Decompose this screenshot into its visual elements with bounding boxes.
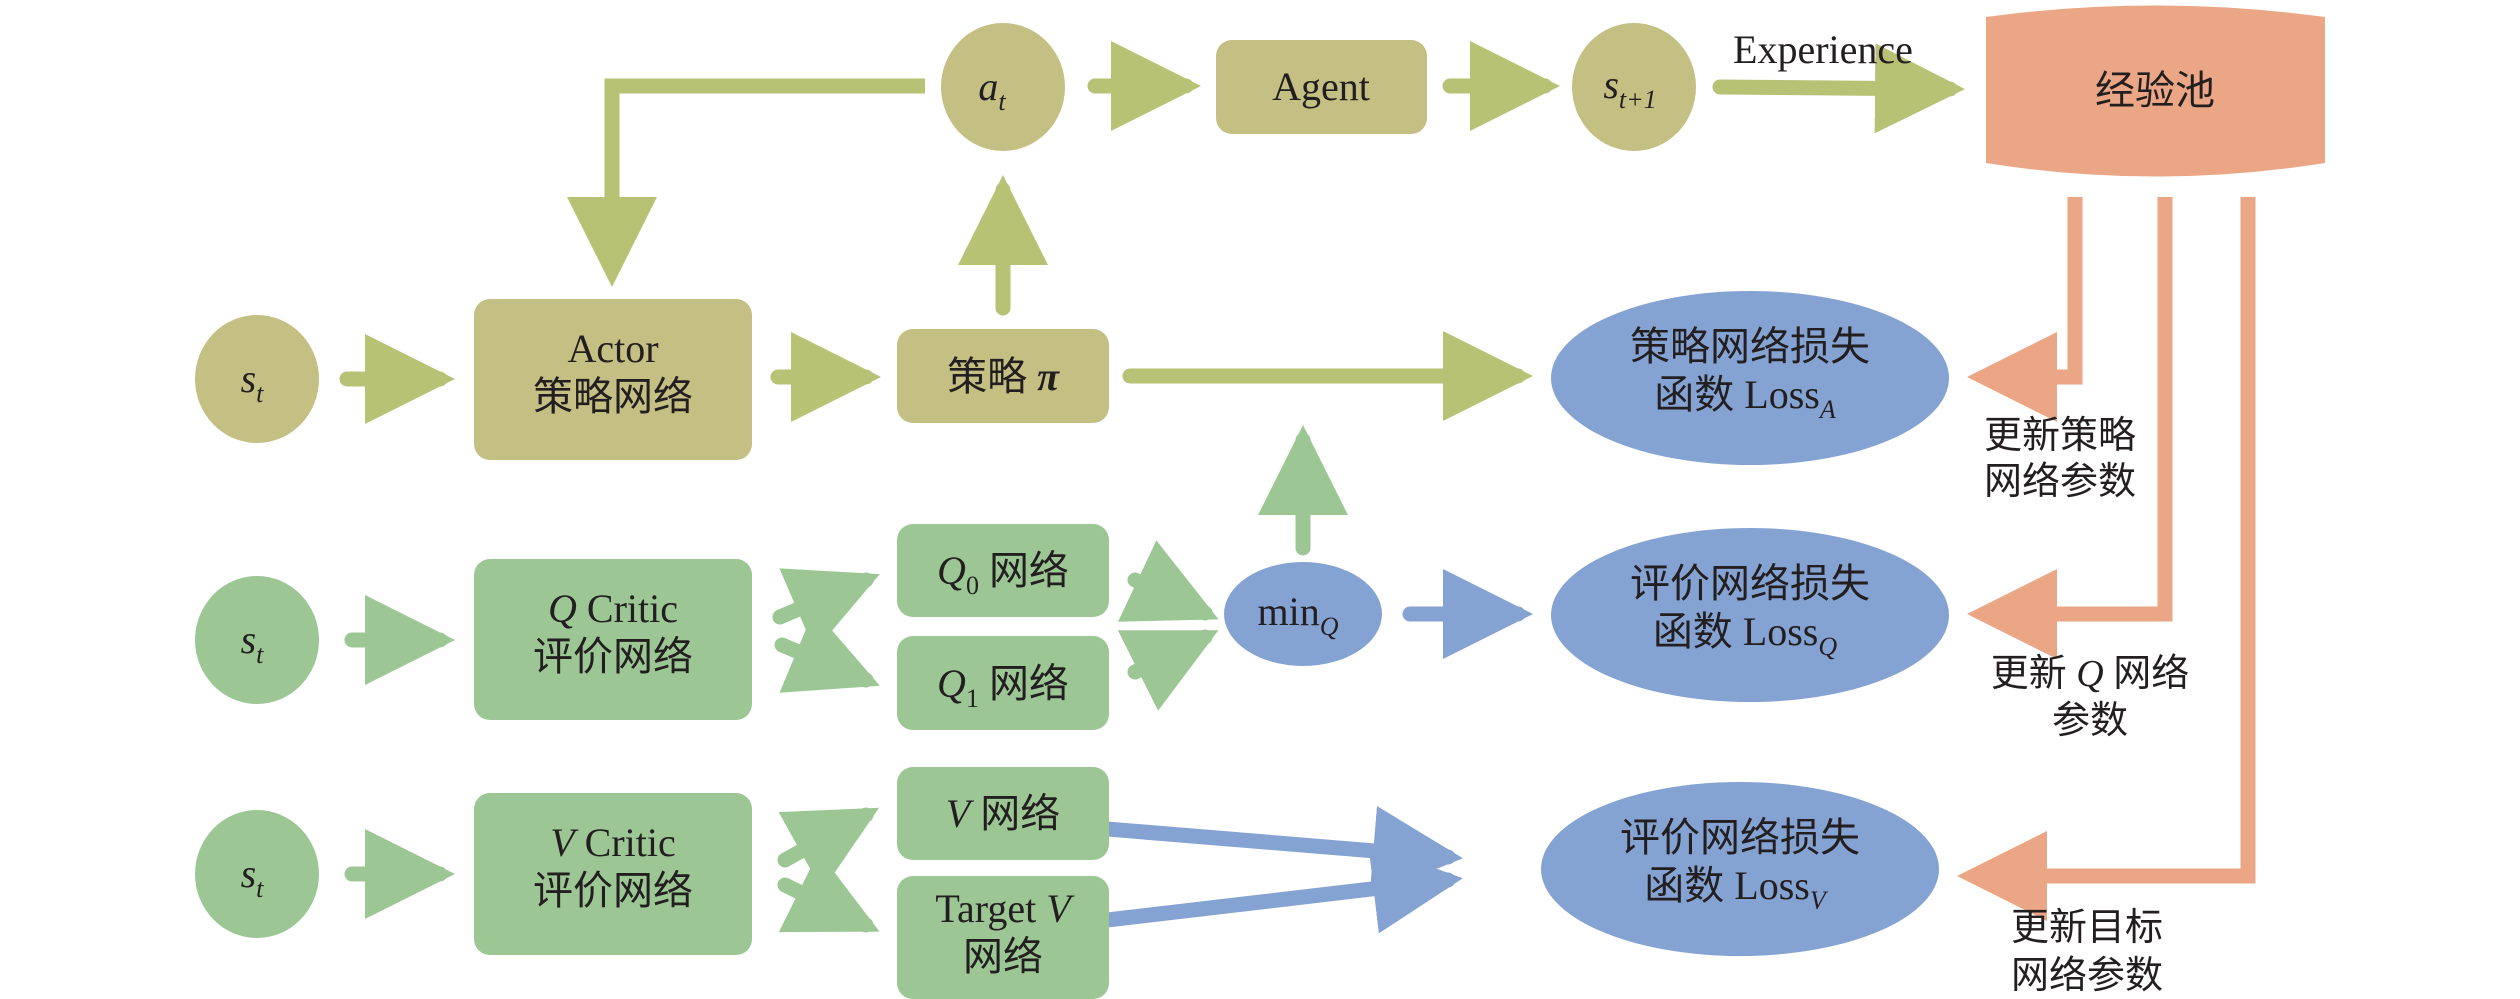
node-target-v: Target V 网络: [897, 876, 1109, 999]
agent-label: Agent: [1272, 64, 1370, 109]
experience-label: Experience: [1733, 27, 1913, 72]
loss-q-line2: 函数 Loss: [1653, 609, 1819, 654]
svg-text:V 网络: V 网络: [946, 791, 1060, 836]
next-state-label: s: [1603, 62, 1619, 107]
svg-text:at: at: [978, 64, 1006, 116]
node-min-q: minQ: [1224, 562, 1382, 666]
min-q-label: min: [1257, 589, 1319, 634]
svg-text:Q0 网络: Q0 网络: [937, 548, 1069, 600]
arrow-q-critic-to-q0: [772, 568, 880, 651]
svg-text:函数 LossV: 函数 LossV: [1644, 863, 1829, 915]
node-state-actor-row: st: [195, 315, 319, 443]
q-critic-subtitle: 评价网络: [533, 634, 693, 679]
q1-label: Q: [937, 661, 966, 706]
node-next-state: st+1: [1572, 23, 1696, 151]
q0-label: Q: [937, 548, 966, 593]
node-q1: Q1 网络: [897, 636, 1109, 730]
svg-text:函数 LossQ: 函数 LossQ: [1653, 609, 1838, 661]
v-critic-title: V: [550, 820, 579, 865]
loss-actor-line2: 函数 Loss: [1654, 372, 1820, 417]
update-q-label-1: 更新 Q 网络: [1991, 653, 2189, 695]
svg-text:Target V: Target V: [935, 886, 1075, 931]
svg-text:策略π: 策略π: [947, 354, 1060, 399]
svg-text:Q1 网络: Q1 网络: [937, 661, 1069, 713]
actor-subtitle: 策略网络: [533, 374, 693, 419]
svg-text:网络: 网络: [963, 934, 1043, 979]
node-q-critic: Q Critic 评价网络: [474, 559, 752, 720]
node-replay-pool: 经验池: [1986, 5, 2325, 177]
replay-pool-label: 经验池: [2095, 68, 2215, 113]
arrow-v-critic-to-v: [777, 807, 880, 891]
svg-text:st: st: [241, 851, 265, 903]
arrow-q1-to-min: [1117, 629, 1219, 711]
v-net-label: V: [946, 791, 975, 836]
svg-text:st+1: st+1: [1603, 62, 1656, 114]
node-actor: Actor 策略网络: [474, 299, 752, 460]
update-v-label-2: 网络参数: [2011, 955, 2163, 997]
svg-text:Q Critic: Q Critic: [548, 586, 678, 631]
node-loss-q: 评价网络损失 函数 LossQ: [1551, 528, 1949, 702]
loss-q-line1: 评价网络损失: [1630, 561, 1870, 606]
node-state-q-row: st: [195, 576, 319, 704]
q-critic-title: Q: [548, 586, 577, 631]
actor-title: Actor: [567, 326, 658, 371]
loss-v-line1: 评价网络损失: [1620, 815, 1860, 860]
svg-text:st: st: [241, 617, 265, 669]
arrow-action-to-actor: [567, 78, 925, 287]
node-action: at: [941, 23, 1065, 151]
node-v-critic: V Critic 评价网络: [474, 793, 752, 955]
loss-v-line2: 函数 Loss: [1644, 863, 1810, 908]
node-loss-actor: 策略网络损失 函数 LossA: [1551, 291, 1949, 465]
policy-label: 策略: [947, 354, 1027, 399]
arrow-pool-to-loss-a: [1967, 197, 2083, 422]
loss-actor-line1: 策略网络损失: [1630, 324, 1870, 369]
update-actor-label-1: 更新策略: [1984, 415, 2136, 457]
update-actor-label-2: 网络参数: [1984, 461, 2136, 503]
node-v-net: V 网络: [897, 767, 1109, 860]
svg-text:st: st: [241, 356, 265, 408]
svg-text:V Critic: V Critic: [550, 820, 676, 865]
arrow-next-state-to-pool: [1712, 43, 1965, 134]
arrow-v-critic-to-target-v: [777, 851, 880, 933]
action-label: a: [978, 64, 998, 109]
arrow-q0-to-min: [1117, 540, 1219, 622]
node-loss-v: 评价网络损失 函数 LossV: [1541, 782, 1939, 956]
arrow-pool-to-loss-v: [1957, 197, 2256, 921]
svg-text:函数 LossA: 函数 LossA: [1654, 372, 1836, 424]
v-critic-subtitle: 评价网络: [533, 868, 693, 913]
connectors: [339, 41, 2256, 938]
arrow-pool-to-loss-q: [1967, 197, 2173, 659]
target-v-label: Target: [935, 886, 1046, 931]
update-q-label-2: 参数: [2052, 700, 2128, 742]
arrow-q-critic-to-q1: [774, 609, 880, 693]
node-agent: Agent: [1216, 40, 1427, 134]
node-state-v-row: st: [195, 810, 319, 938]
svg-text:minQ: minQ: [1257, 589, 1338, 641]
update-v-label-1: 更新目标: [2011, 907, 2163, 949]
node-q0: Q0 网络: [897, 524, 1109, 617]
